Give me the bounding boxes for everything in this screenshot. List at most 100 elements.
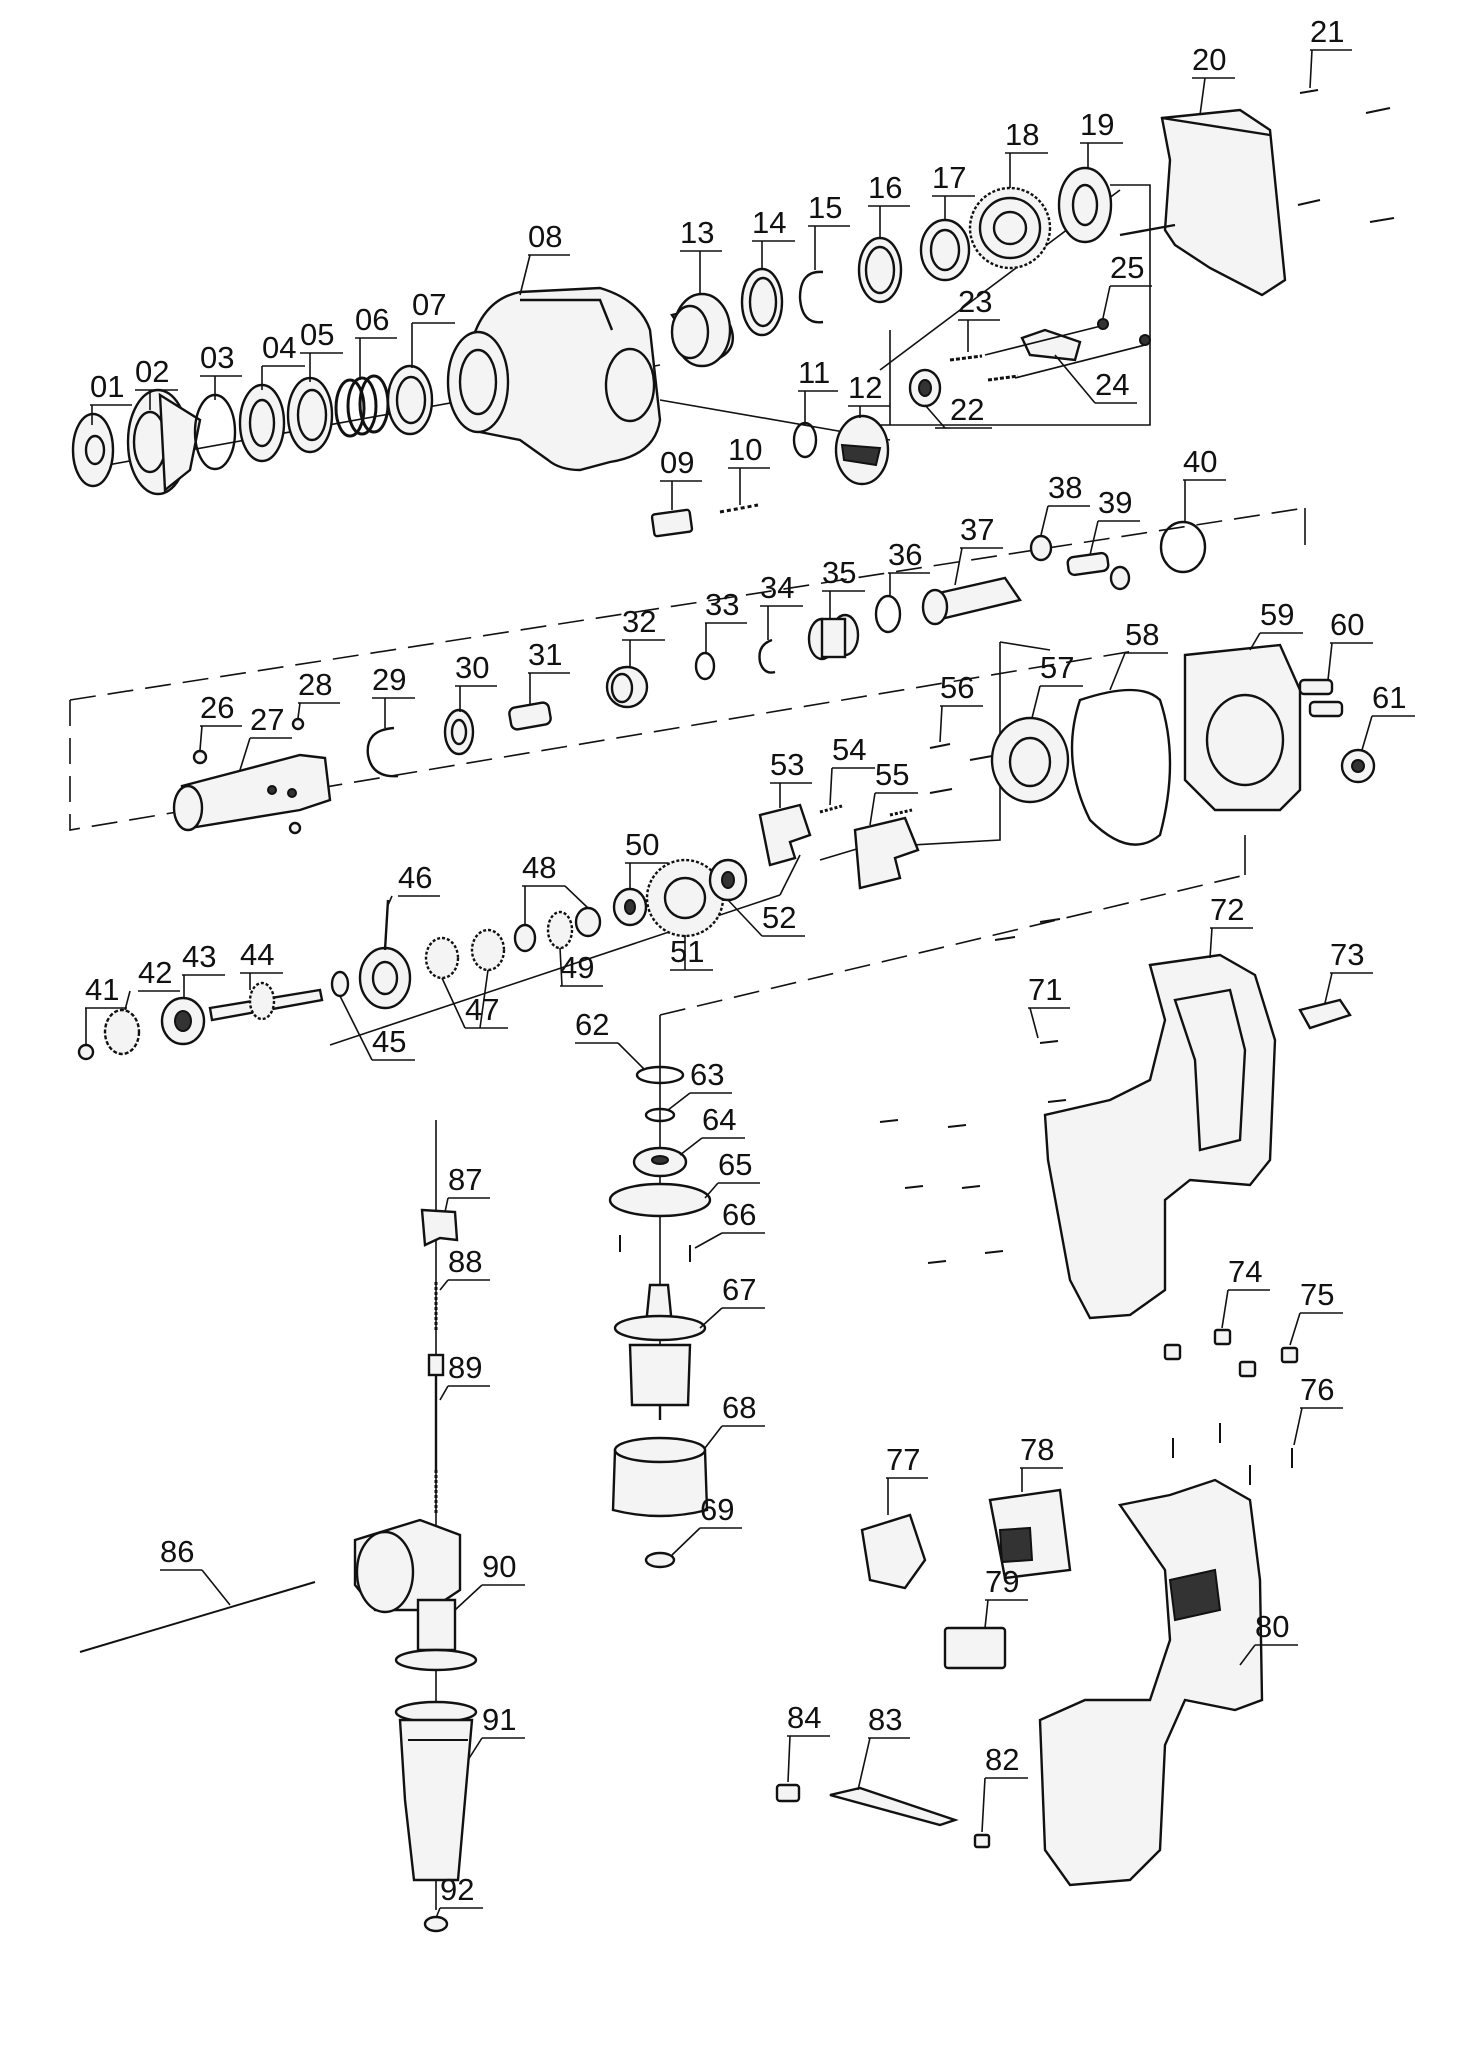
screws-21 bbox=[1297, 89, 1395, 223]
svg-text:34: 34 bbox=[760, 570, 794, 605]
callout-76: 76 bbox=[1293, 1372, 1343, 1446]
handle-housing-assembly bbox=[775, 918, 1352, 1887]
svg-text:83: 83 bbox=[868, 1702, 902, 1737]
svg-text:01: 01 bbox=[90, 369, 124, 404]
callout-46: 46 bbox=[387, 860, 440, 906]
svg-text:77: 77 bbox=[886, 1442, 920, 1477]
callout-51: 51 bbox=[670, 934, 713, 971]
svg-text:71: 71 bbox=[1028, 972, 1062, 1007]
callout-65: 65 bbox=[704, 1147, 760, 1199]
callout-21: 21 bbox=[1309, 14, 1352, 89]
callout-54: 54 bbox=[829, 732, 875, 806]
callout-89: 89 bbox=[439, 1350, 490, 1401]
part-callouts: 01 02 03 04 05 06 07 08 09 10 11 12 13 1… bbox=[85, 14, 1415, 1919]
svg-text:72: 72 bbox=[1210, 892, 1244, 927]
callout-67: 67 bbox=[699, 1272, 765, 1329]
callout-36: 36 bbox=[888, 537, 930, 596]
svg-text:60: 60 bbox=[1330, 607, 1364, 642]
callout-27: 27 bbox=[239, 702, 292, 771]
callout-22: 22 bbox=[924, 392, 992, 429]
svg-text:15: 15 bbox=[808, 190, 842, 225]
callout-03: 03 bbox=[200, 340, 242, 400]
spring-06 bbox=[334, 374, 390, 438]
svg-text:44: 44 bbox=[240, 937, 274, 972]
callout-38: 38 bbox=[1040, 470, 1090, 536]
svg-text:02: 02 bbox=[135, 354, 169, 389]
svg-text:10: 10 bbox=[728, 432, 762, 467]
svg-text:66: 66 bbox=[722, 1197, 756, 1232]
svg-text:49: 49 bbox=[560, 950, 594, 985]
callout-74: 74 bbox=[1221, 1254, 1270, 1329]
svg-text:19: 19 bbox=[1080, 107, 1114, 142]
callout-52: 52 bbox=[727, 899, 805, 937]
callout-10: 10 bbox=[728, 432, 770, 505]
svg-text:29: 29 bbox=[372, 662, 406, 697]
svg-text:08: 08 bbox=[528, 219, 562, 254]
svg-text:91: 91 bbox=[482, 1702, 516, 1737]
callout-05: 05 bbox=[300, 317, 343, 382]
svg-text:35: 35 bbox=[822, 555, 856, 590]
svg-text:52: 52 bbox=[762, 900, 796, 935]
svg-text:50: 50 bbox=[625, 827, 659, 862]
svg-text:54: 54 bbox=[832, 732, 866, 767]
callout-18: 18 bbox=[1005, 117, 1048, 188]
callout-56: 56 bbox=[939, 670, 983, 743]
callout-40: 40 bbox=[1183, 444, 1226, 522]
callout-57: 57 bbox=[1031, 650, 1083, 719]
svg-text:46: 46 bbox=[398, 860, 432, 895]
svg-text:17: 17 bbox=[932, 160, 966, 195]
callout-26: 26 bbox=[199, 690, 242, 751]
callout-14: 14 bbox=[752, 205, 795, 270]
callout-62: 62 bbox=[575, 1007, 646, 1071]
callout-48: 48 bbox=[522, 850, 589, 925]
callout-33: 33 bbox=[705, 587, 747, 652]
callout-92: 92 bbox=[435, 1872, 483, 1919]
svg-text:12: 12 bbox=[848, 370, 882, 405]
callout-07: 07 bbox=[411, 287, 455, 368]
callout-79: 79 bbox=[984, 1564, 1028, 1629]
callout-29: 29 bbox=[372, 662, 415, 728]
callout-73: 73 bbox=[1324, 937, 1373, 1004]
callout-50: 50 bbox=[625, 827, 668, 890]
callout-60: 60 bbox=[1327, 607, 1373, 681]
callout-86: 86 bbox=[160, 1534, 231, 1606]
motor-assembly bbox=[608, 1065, 712, 1569]
svg-text:79: 79 bbox=[985, 1564, 1019, 1599]
callout-19: 19 bbox=[1080, 107, 1123, 168]
callout-31: 31 bbox=[528, 637, 570, 705]
svg-text:73: 73 bbox=[1330, 937, 1364, 972]
svg-text:28: 28 bbox=[298, 667, 332, 702]
svg-text:62: 62 bbox=[575, 1007, 609, 1042]
callout-20: 20 bbox=[1192, 42, 1235, 116]
hammer-mechanism bbox=[172, 520, 1207, 835]
callout-16: 16 bbox=[868, 170, 910, 238]
callout-80: 80 bbox=[1239, 1609, 1298, 1666]
callout-01: 01 bbox=[90, 369, 132, 425]
callout-37: 37 bbox=[954, 512, 1003, 586]
gear-shaft-group bbox=[77, 858, 748, 1061]
svg-text:37: 37 bbox=[960, 512, 994, 547]
svg-text:23: 23 bbox=[958, 284, 992, 319]
svg-text:18: 18 bbox=[1005, 117, 1039, 152]
callout-49: 49 bbox=[559, 947, 603, 987]
svg-text:36: 36 bbox=[888, 537, 922, 572]
callout-69: 69 bbox=[671, 1492, 742, 1556]
callout-72: 72 bbox=[1209, 892, 1253, 959]
svg-text:14: 14 bbox=[752, 205, 786, 240]
callout-47: 47 bbox=[441, 969, 508, 1029]
svg-text:67: 67 bbox=[722, 1272, 756, 1307]
svg-text:22: 22 bbox=[950, 392, 984, 427]
callout-42: 42 bbox=[124, 955, 180, 1011]
callout-91: 91 bbox=[467, 1702, 525, 1761]
callout-71: 71 bbox=[1028, 972, 1070, 1039]
motor-flange-group bbox=[758, 643, 1376, 890]
svg-text:05: 05 bbox=[300, 317, 334, 352]
callout-41: 41 bbox=[85, 972, 127, 1044]
svg-text:27: 27 bbox=[250, 702, 284, 737]
callout-09: 09 bbox=[660, 445, 702, 510]
svg-text:76: 76 bbox=[1300, 1372, 1334, 1407]
callout-23: 23 bbox=[958, 284, 1000, 352]
side-handle-assembly bbox=[79, 1208, 478, 1933]
svg-text:55: 55 bbox=[875, 757, 909, 792]
callout-58: 58 bbox=[1109, 617, 1168, 691]
